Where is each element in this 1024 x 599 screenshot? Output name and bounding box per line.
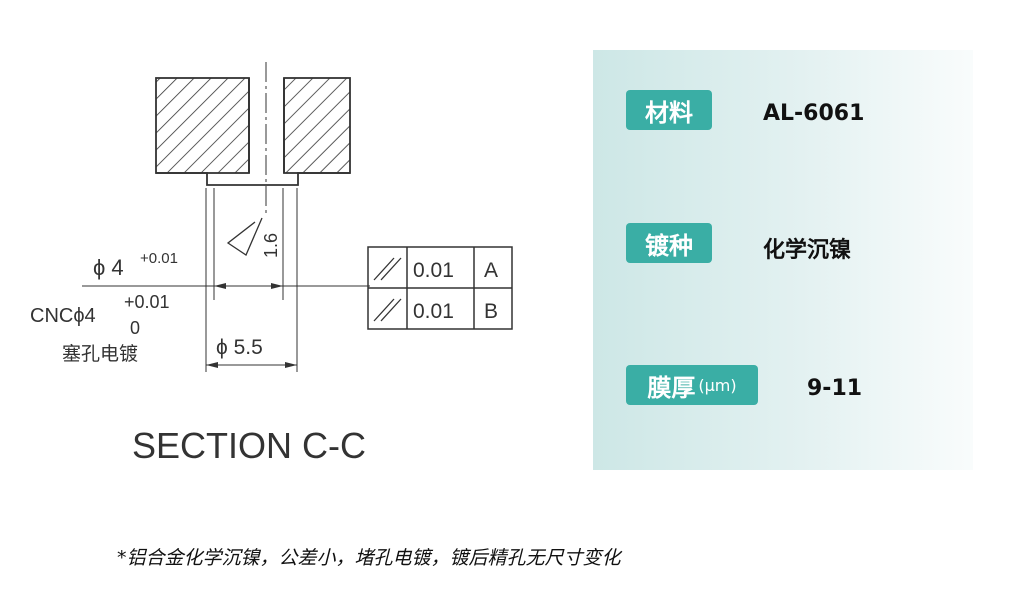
spec-value-plating: 化学沉镍 <box>763 238 852 263</box>
spec-label-plating: 镀种 <box>626 223 712 263</box>
tolerance-value-b: 0.01 <box>413 300 454 323</box>
spec-row-material: 材料 <box>626 90 712 130</box>
arrow-phi5-5-left <box>206 362 218 368</box>
roughness-value: 1.6 <box>261 233 281 258</box>
datum-a: A <box>484 259 498 282</box>
counterbore-step <box>156 172 350 186</box>
hatched-section-left <box>155 77 250 174</box>
hatched-section-right <box>283 77 351 174</box>
spec-row-plating: 镀种 <box>626 223 712 263</box>
dim-phi4-label: ϕ 4 <box>93 255 124 280</box>
spec-value-material: AL-6061 <box>763 101 865 126</box>
cnc-callout-label: CNCϕ4 <box>30 305 96 327</box>
arrow-phi5-5-right <box>285 362 297 368</box>
cnc-tolerance-upper: +0.01 <box>124 292 170 312</box>
tolerance-frame: 0.01 A 0.01 B <box>367 246 513 330</box>
arrow-right <box>214 283 226 289</box>
dim-phi5-5-label: ϕ 5.5 <box>216 336 263 359</box>
tolerance-value-a: 0.01 <box>413 259 454 282</box>
parallelism-symbol-a <box>373 257 395 281</box>
spec-label-material: 材料 <box>626 90 712 130</box>
section-drawing: 1.6 ϕ 4 +0.01 CNCϕ4 +0.01 0 塞孔电镀 ϕ 5.5 0… <box>30 62 513 466</box>
spec-label-thickness: 膜厚(μm) <box>626 365 758 405</box>
spec-panel: 材料 AL-6061 镀种 化学沉镍 膜厚(μm) 9-11 <box>593 50 973 470</box>
arrow-left <box>271 283 283 289</box>
datum-b: B <box>484 300 498 323</box>
dim-phi4-tolerance: +0.01 <box>140 250 178 267</box>
footnote: *铝合金化学沉镍，公差小，堵孔电镀，镀后精孔无尺寸变化 <box>117 547 621 569</box>
cnc-tolerance-lower: 0 <box>130 318 140 338</box>
spec-row-thickness: 膜厚(μm) <box>626 365 758 405</box>
section-title: SECTION C-C <box>132 425 366 466</box>
parallelism-symbol-b <box>373 298 395 322</box>
spec-value-thickness: 9-11 <box>807 376 863 401</box>
roughness-symbol <box>226 217 263 256</box>
cnc-note: 塞孔电镀 <box>62 343 138 365</box>
